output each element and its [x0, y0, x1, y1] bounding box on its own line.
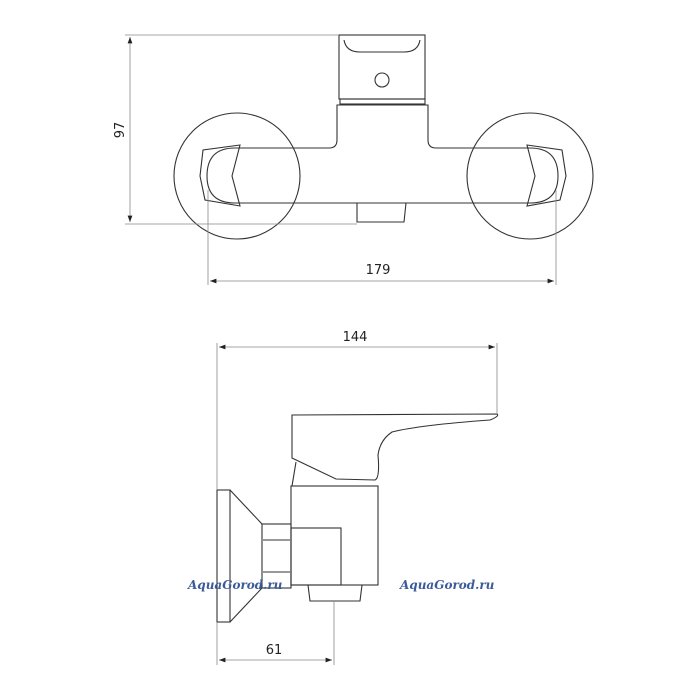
lever-top-edge	[343, 39, 421, 53]
watermark-right: AquaGorod.ru	[400, 578, 495, 592]
left-nut	[199, 144, 241, 207]
depth-dimension-label: 144	[343, 330, 368, 345]
side-outlet	[307, 584, 363, 602]
side-inner-block	[290, 527, 342, 586]
lever-handle	[338, 34, 426, 100]
side-view: 144 61	[216, 330, 499, 665]
outlet-spout	[356, 202, 407, 223]
left-wall-flange	[173, 112, 301, 240]
width-dimension-label: 179	[366, 263, 391, 278]
right-nut	[526, 144, 567, 207]
wall-plate	[216, 489, 231, 623]
flange-cone	[229, 489, 263, 623]
right-wall-flange	[466, 112, 594, 240]
watermark-left: AquaGorod.ru	[188, 578, 283, 592]
handle-collar	[339, 98, 426, 105]
height-dimension-label: 97	[113, 122, 128, 139]
side-body	[290, 485, 379, 586]
front-view: 97 179	[113, 34, 594, 285]
outlet-offset-dimension-label: 61	[266, 643, 283, 658]
side-lever	[291, 413, 499, 481]
mixer-body	[206, 104, 559, 204]
indicator-hole	[374, 72, 390, 88]
